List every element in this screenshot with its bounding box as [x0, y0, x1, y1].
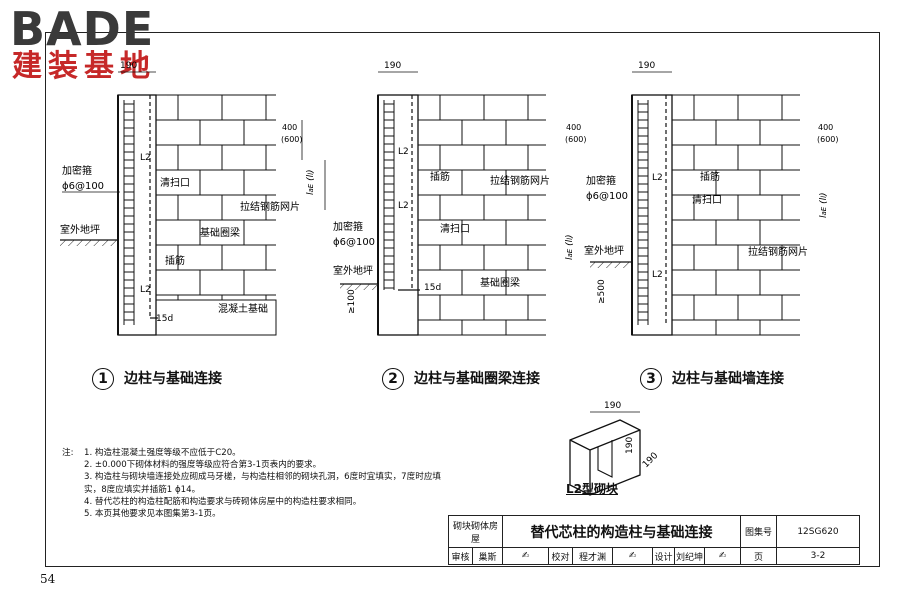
- d3-chajin: 插筋: [700, 170, 720, 183]
- tb-check-label: 校对: [549, 548, 573, 564]
- block-dim-top: 190: [604, 401, 621, 411]
- note-3: 3. 构造柱与砌块墙连接处应砌成马牙槎，与构造柱相邻的砌块孔洞，6度时宜填实，7…: [84, 472, 442, 495]
- d2-dim-600: (600): [565, 135, 587, 144]
- bade-logo: BADE 建装基地: [8, 4, 178, 84]
- caption-2-text: 边柱与基础圈梁连接: [414, 371, 540, 387]
- caption-1: 1 边柱与基础连接: [92, 368, 222, 390]
- notes: 注: 1. 构造柱混凝土强度等级不应低于C20。 2. ±0.000下砌体材料的强…: [62, 447, 442, 520]
- caption-2: 2 边柱与基础圈梁连接: [382, 368, 540, 390]
- detail-1: 190 400 (600) laE (ll) 加密箍 ϕ6@100 清扫口 拉结…: [60, 61, 326, 336]
- d2-phi: ϕ6@100: [333, 237, 375, 248]
- d1-phi: ϕ6@100: [62, 181, 104, 192]
- d2-dim-400: 400: [566, 123, 581, 132]
- detail-2: 190 加密箍 ϕ6@100 插筋 拉结钢筋网片 清扫口 室外地坪 基础圈梁 L…: [333, 61, 587, 336]
- d1-15d: 15d: [156, 314, 173, 324]
- drawing-frame: [45, 32, 880, 567]
- d3-dim-lae: laE (ll): [819, 192, 829, 218]
- tb-checker: 程才渊: [573, 548, 613, 564]
- d1-hunningtu: 混凝土基础: [218, 302, 268, 315]
- d3-jiamigu: 加密箍: [586, 174, 616, 187]
- d2-jichuquanliang: 基础圈梁: [480, 276, 520, 289]
- tb-review-signature: ✍: [503, 548, 549, 564]
- d2-shiwaidiping: 室外地坪: [333, 264, 373, 277]
- d1-lajie: 拉结钢筋网片: [240, 200, 300, 213]
- d2-lajie: 拉结钢筋网片: [490, 174, 550, 187]
- d2-qingsaokou: 清扫口: [440, 222, 470, 235]
- d3-dim-500: ≥500: [597, 279, 607, 304]
- d1-jiamigu: 加密箍: [62, 164, 92, 177]
- d3-phi: ϕ6@100: [586, 191, 628, 202]
- logo-brand-cn: 建装基地: [12, 49, 156, 84]
- d3-qingsaokou: 清扫口: [692, 193, 722, 206]
- d2-dim-lae: laE (ll): [565, 234, 575, 260]
- title-block: 砌块砌体房屋 替代芯柱的构造柱与基础连接 图集号 12SG620 审核 巢斯 ✍…: [448, 515, 860, 565]
- page-number: 54: [40, 572, 56, 586]
- tb-reviewer: 巢斯: [473, 548, 503, 564]
- block-dim-side: 190: [625, 437, 635, 454]
- d3-dim-600: (600): [817, 135, 839, 144]
- d1-dim-400: 400: [282, 123, 297, 132]
- d1-l2-top: L2: [140, 153, 151, 163]
- d1-dim-190: 190: [120, 61, 137, 71]
- block-label: L2型砌块: [566, 482, 618, 496]
- d1-l2-bottom: L2: [140, 285, 151, 295]
- caption-3-text: 边柱与基础墙连接: [672, 371, 784, 387]
- d3-dim-190: 190: [638, 61, 655, 71]
- tb-designer: 刘纪坤: [675, 548, 705, 564]
- tb-atlas-no: 12SG620: [777, 516, 859, 548]
- tb-review-label: 审核: [449, 548, 473, 564]
- d1-chajin: 插筋: [165, 254, 185, 267]
- tb-design-signature: ✍: [705, 548, 741, 564]
- caption-1-text: 边柱与基础连接: [124, 371, 222, 387]
- d3-dim-400: 400: [818, 123, 833, 132]
- tb-page-label: 页: [741, 548, 777, 564]
- note-4: 4. 替代芯柱的构造柱配筋和构造要求与砖砌体房屋中的构造柱要求相同。: [84, 496, 362, 507]
- d3-lajie: 拉结钢筋网片: [748, 245, 808, 258]
- d1-dim-600: (600): [281, 135, 303, 144]
- d1-dim-lae: laE (ll): [306, 169, 316, 195]
- caption-1-number: 1: [92, 368, 114, 390]
- notes-prefix: 注:: [62, 448, 74, 458]
- caption-3-number: 3: [640, 368, 662, 390]
- d2-15d: 15d: [424, 283, 441, 293]
- caption-2-number: 2: [382, 368, 404, 390]
- note-1: 1. 构造柱混凝土强度等级不应低于C20。: [84, 448, 241, 458]
- note-2: 2. ±0.000下砌体材料的强度等级应符合第3-1页表内的要求。: [84, 460, 322, 471]
- tb-check-signature: ✍: [613, 548, 653, 564]
- d1-jichuquanliang: 基础圈梁: [200, 226, 240, 239]
- tb-page-no: 3-2: [810, 551, 826, 561]
- logo-brand: BADE: [10, 2, 155, 56]
- d2-chajin: 插筋: [430, 170, 450, 183]
- block-dim-depth: 190: [641, 451, 660, 470]
- detail-3: 190 加密箍 ϕ6@100 插筋 清扫口 拉结钢筋网片 室外地坪 L2 L2 …: [584, 61, 839, 336]
- note-5: 5. 本页其他要求见本图集第3-1页。: [84, 509, 221, 520]
- d2-l2-bottom: L2: [398, 201, 409, 211]
- tb-category: 砌块砌体房屋: [449, 516, 503, 548]
- d1-qingsaokou: 清扫口: [160, 176, 190, 189]
- tb-atlas-label: 图集号: [741, 516, 777, 548]
- tb-design-label: 设计: [653, 548, 675, 564]
- d1-shiwaidiping: 室外地坪: [60, 223, 100, 236]
- caption-3: 3 边柱与基础墙连接: [640, 368, 784, 390]
- d2-jiamigu: 加密箍: [333, 220, 363, 233]
- tb-title: 替代芯柱的构造柱与基础连接: [503, 516, 741, 548]
- d2-dim-190: 190: [384, 61, 401, 71]
- d2-dim-100: ≥100: [347, 289, 357, 314]
- d3-shiwaidiping: 室外地坪: [584, 244, 624, 257]
- d2-l2-top: L2: [398, 147, 409, 157]
- d3-l2-top: L2: [652, 173, 663, 183]
- d3-l2-bottom: L2: [652, 270, 663, 280]
